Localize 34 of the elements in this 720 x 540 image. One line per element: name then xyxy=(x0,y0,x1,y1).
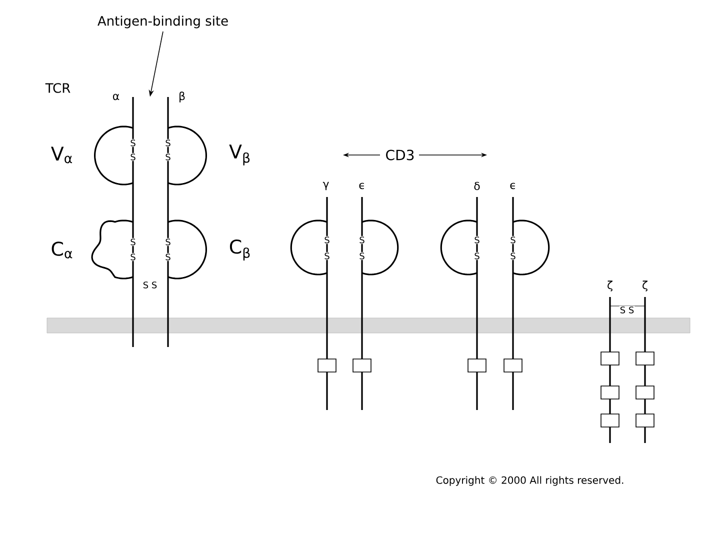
disulfide-label: S xyxy=(164,238,172,246)
chain-label: ϵ xyxy=(510,182,515,190)
disulfide-label: S xyxy=(324,252,330,260)
disulfide-label: S xyxy=(130,253,136,261)
disulfide-label: S xyxy=(164,139,172,147)
disulfide-label: S xyxy=(164,153,172,161)
disulfide-label: S xyxy=(164,253,172,261)
disulfide-label: S xyxy=(358,252,366,260)
domain-label: V$_{β}$ xyxy=(229,144,250,166)
chain-label: ζ xyxy=(608,280,612,292)
chain-label: α xyxy=(113,94,120,100)
disulfide-label: S xyxy=(510,236,516,244)
copyright-note: Copyright © 2000 All rights reserved. xyxy=(436,476,624,486)
complex-label: TCR xyxy=(45,83,70,93)
complex-label: CD3 xyxy=(384,149,416,161)
chain-label: ϵ xyxy=(359,182,364,190)
membrane-band xyxy=(46,318,690,334)
disulfide-label: S xyxy=(474,252,480,260)
domain-label: C$_{β}$ xyxy=(230,239,250,261)
chain-label: δ xyxy=(474,182,480,190)
domain-label: C$_{α}$ xyxy=(52,242,72,258)
chain-label: ζ xyxy=(642,280,648,292)
disulfide-label: S xyxy=(130,153,136,161)
callout-text: Antigen-binding site xyxy=(98,16,228,28)
disulfide-label: S xyxy=(130,238,136,246)
disulfide-label: S xyxy=(324,236,330,244)
disulfide-label: S xyxy=(358,236,366,244)
disulfide-label: S xyxy=(510,252,516,260)
chain-label: γ xyxy=(322,182,329,190)
disulfide-label: S S xyxy=(143,282,157,288)
chain-label: β xyxy=(180,92,185,102)
disulfide-label: S xyxy=(130,139,136,147)
domain-label: V$_{α}$ xyxy=(51,146,72,164)
disulfide-label: S xyxy=(474,236,480,244)
